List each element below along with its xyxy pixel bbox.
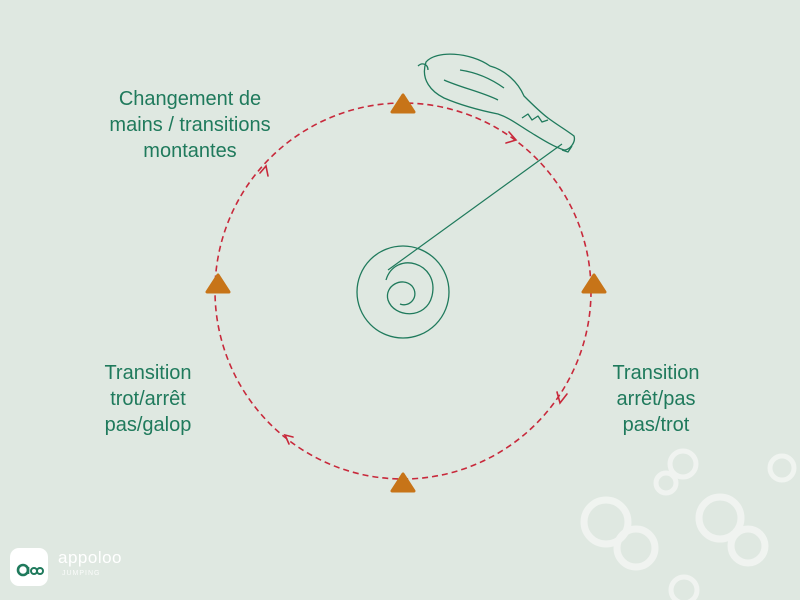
arrow-bottom-left — [283, 433, 294, 445]
cone-marker-icon — [390, 93, 416, 114]
arrow-top-right — [505, 131, 518, 144]
label-line: pas/trot — [622, 414, 690, 436]
appoloo-logo-icon — [10, 548, 48, 586]
lunge-handler-spiral-icon — [356, 245, 450, 339]
label-change-hands: Changement de mains / transitions montan… — [80, 86, 300, 164]
label-line: pas/galop — [104, 414, 192, 436]
label-line: Changement de — [118, 88, 262, 110]
label-line: Transition — [104, 362, 192, 384]
cone-markers — [205, 93, 607, 493]
direction-arrows — [259, 131, 568, 445]
lunge-line — [387, 143, 563, 271]
label-transition-trot-halt: Transition trot/arrêt pas/galop — [80, 360, 216, 438]
cone-marker-icon — [581, 273, 607, 294]
label-line: trot/arrêt — [110, 388, 186, 410]
decorative-rings — [580, 448, 797, 600]
logo-wordmark: appoloo — [58, 548, 123, 567]
label-line: Transition — [612, 362, 700, 384]
logo-subtitle: JUMPING — [62, 570, 101, 577]
arrow-right — [556, 391, 568, 405]
horse-icon — [417, 53, 576, 153]
cone-marker-icon — [205, 273, 231, 294]
label-line: montantes — [143, 140, 237, 162]
label-line: arrêt/pas — [616, 388, 696, 410]
label-transition-halt-walk: Transition arrêt/pas pas/trot — [588, 360, 724, 438]
cone-marker-icon — [390, 472, 416, 493]
label-line: mains / transitions — [109, 114, 271, 136]
arrow-upper-left — [259, 164, 269, 177]
